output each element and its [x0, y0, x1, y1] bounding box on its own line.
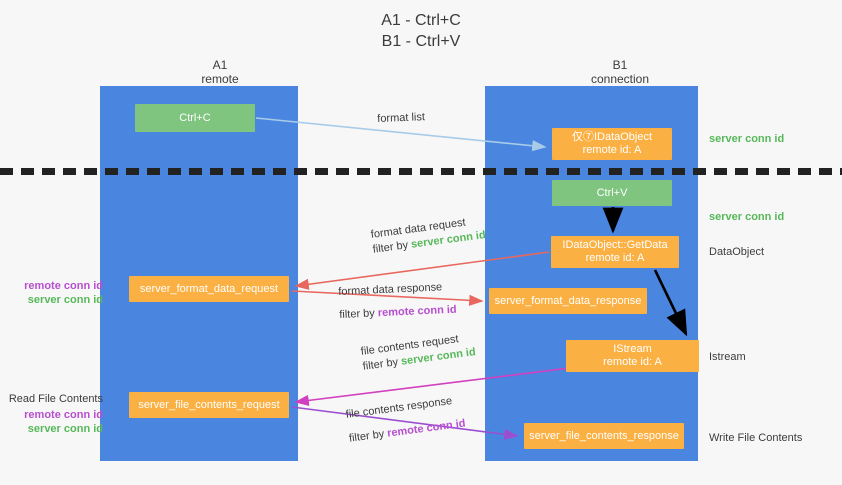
label-istream: Istream [709, 351, 746, 363]
label-remote-conn-id-1: remote conn id [24, 280, 103, 292]
edge-label-format-list-text: format list [377, 111, 426, 125]
box-ctrl-v[interactable]: Ctrl+V [552, 180, 672, 206]
page-title: A1 - Ctrl+C B1 - Ctrl+V [381, 12, 461, 50]
label-read-file-contents: Read File Contents [8, 393, 103, 405]
label-server-conn-id-top: server conn id [709, 133, 785, 145]
edge-label-format-list: format list [377, 110, 425, 127]
label-write-file-contents: Write File Contents [709, 432, 803, 444]
label-remote-conn-id-2: remote conn id [24, 409, 103, 421]
arrow-format-list [255, 117, 547, 152]
arrow-format-data-response [291, 290, 484, 306]
filter-prefix: filter by [348, 427, 389, 445]
column-header-a1: A1 remote [201, 58, 239, 86]
box-server-format-data-response[interactable]: server_format_data_response [489, 288, 647, 314]
box-server-format-data-request[interactable]: server_format_data_request [129, 276, 289, 302]
arrow-getdata-to-istream [653, 269, 688, 337]
filter-value-remote-conn-id: remote conn id [377, 303, 457, 320]
arrow-file-contents-response [291, 406, 519, 440]
filter-prefix: filter by [339, 307, 379, 321]
label-conn-ids-format: remote conn id server conn id [8, 279, 103, 307]
box-server-file-contents-request[interactable]: server_file_contents_request [129, 392, 289, 418]
filter-prefix: filter by [372, 238, 412, 256]
column-header-b1: B1 connection [590, 58, 650, 86]
label-dataobject: DataObject [709, 246, 765, 258]
box-ctrl-c[interactable]: Ctrl+C [135, 104, 255, 132]
box-server-file-contents-response[interactable]: server_file_contents_response [524, 423, 684, 449]
phase-divider [0, 168, 842, 175]
edge-label-format-data-response: format data response filter by remote co… [338, 280, 457, 323]
box-idataobject[interactable]: 仅⑦IDataObject remote id: A [552, 128, 672, 160]
label-server-conn-id-second: server conn id [709, 211, 785, 223]
box-istream[interactable]: IStream remote id: A [566, 340, 699, 372]
label-server-conn-id-1: server conn id [27, 294, 103, 306]
arrow-format-data-request [294, 251, 550, 290]
box-idataobject-getdata[interactable]: IDataObject::GetData remote id: A [551, 236, 679, 268]
filter-prefix: filter by [362, 355, 402, 373]
label-conn-ids-file: Read File Contents remote conn id server… [8, 392, 103, 436]
label-server-conn-id-2: server conn id [27, 423, 103, 435]
